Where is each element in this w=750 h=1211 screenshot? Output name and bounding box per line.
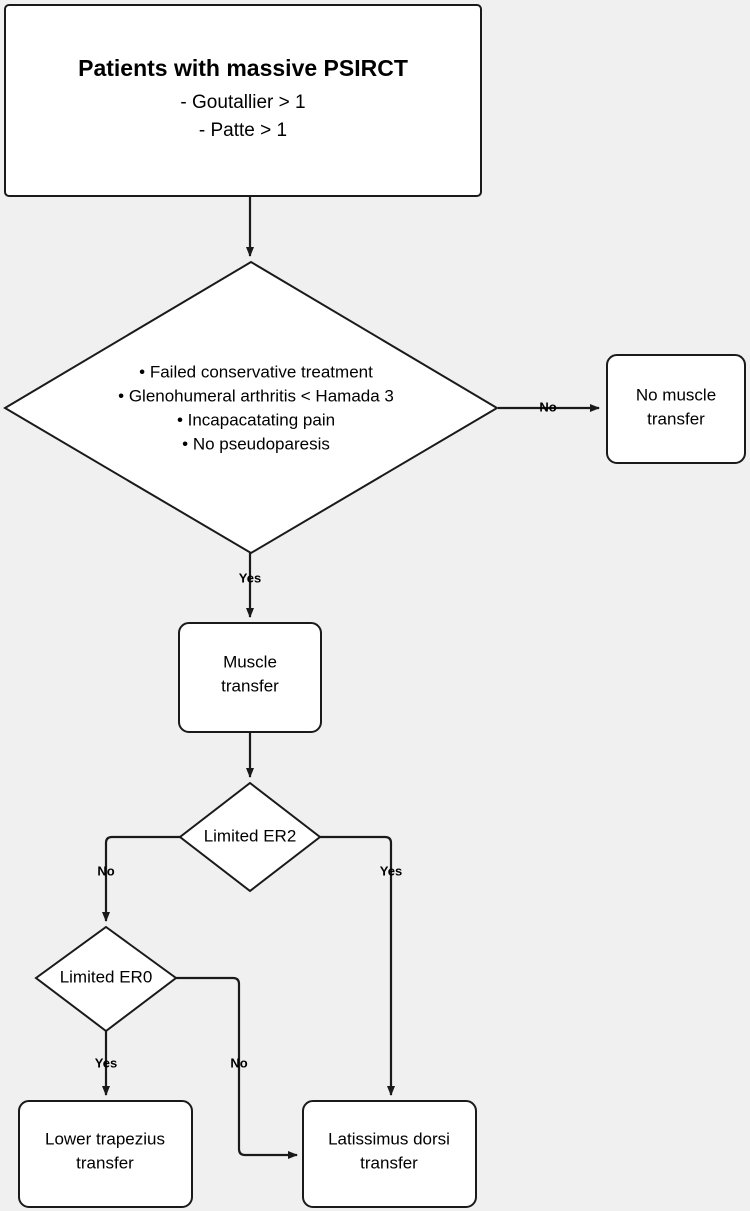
node-no-muscle-transfer-shape[interactable]	[606, 354, 746, 464]
edge-label-er2-yes: Yes	[380, 863, 402, 878]
node-start-shape[interactable]	[4, 4, 482, 197]
node-muscle-transfer-line2: transfer	[221, 676, 279, 695]
edge-label-er2-no: No	[97, 863, 114, 878]
edge-label-er0-no: No	[230, 1055, 247, 1070]
edge-label-er0-yes: Yes	[95, 1055, 117, 1070]
node-limited-er2-shape[interactable]	[178, 781, 322, 893]
node-no-muscle-transfer[interactable]: No muscle transfer	[606, 354, 746, 464]
node-latissimus-dorsi-line2: transfer	[360, 1153, 418, 1172]
node-limited-er0[interactable]: Limited ER0	[34, 925, 178, 1033]
node-latissimus-dorsi-shape[interactable]	[302, 1100, 477, 1208]
node-criteria-bullet-3: • No pseudoparesis	[182, 434, 330, 453]
edge-limited-er2-no-to-limited-er0	[102, 835, 180, 922]
edge-label-criteria-no: No	[539, 399, 556, 414]
node-latissimus-dorsi[interactable]: Latissimus dorsi transfer	[302, 1100, 477, 1208]
node-lower-trapezius-line2: transfer	[76, 1153, 134, 1172]
edges-layer	[102, 197, 600, 1159]
node-criteria[interactable]: • Failed conservative treatment • Glenoh…	[3, 260, 499, 555]
edge-limited-er2-yes-to-latissimus	[320, 835, 395, 1096]
node-criteria-bullet-1: • Glenohumeral arthritis < Hamada 3	[118, 386, 394, 405]
node-limited-er0-shape[interactable]	[34, 925, 178, 1033]
node-start[interactable]: Patients with massive PSIRCT - Goutallie…	[4, 4, 482, 197]
node-muscle-transfer-shape[interactable]	[178, 622, 322, 733]
edge-label-criteria-yes: Yes	[239, 570, 261, 585]
node-criteria-bullet-0: • Failed conservative treatment	[139, 362, 373, 381]
node-start-title: Patients with massive PSIRCT	[78, 55, 408, 81]
node-criteria-bullet-2: • Incapacatating pain	[177, 410, 335, 429]
node-lower-trapezius-shape[interactable]	[18, 1100, 193, 1208]
node-muscle-transfer[interactable]: Muscle transfer	[178, 622, 322, 733]
edge-limited-er0-no-to-latissimus	[176, 976, 298, 1159]
node-no-muscle-transfer-line1: No muscle	[636, 385, 716, 404]
node-start-line2: - Goutallier > 1	[180, 92, 305, 113]
node-limited-er2-label: Limited ER2	[204, 826, 297, 845]
node-muscle-transfer-line1: Muscle	[223, 652, 277, 671]
node-lower-trapezius-line1: Lower trapezius	[45, 1129, 165, 1148]
edge-labels-layer: No Yes No Yes Yes No	[95, 399, 557, 1070]
node-start-line3: - Patte > 1	[199, 120, 287, 141]
node-criteria-shape[interactable]	[3, 260, 499, 555]
node-no-muscle-transfer-line2: transfer	[647, 409, 705, 428]
node-lower-trapezius[interactable]: Lower trapezius transfer	[18, 1100, 193, 1208]
node-latissimus-dorsi-line1: Latissimus dorsi	[328, 1129, 450, 1148]
node-limited-er2[interactable]: Limited ER2	[178, 781, 322, 893]
node-limited-er0-label: Limited ER0	[60, 967, 153, 986]
